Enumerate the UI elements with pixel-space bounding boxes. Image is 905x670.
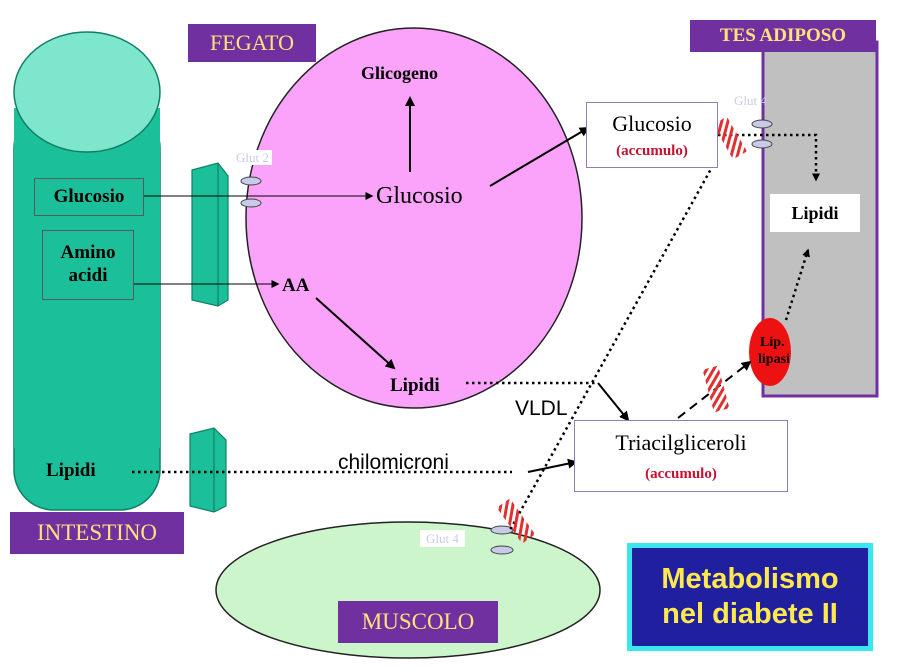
intestine-label: INTESTINO — [10, 512, 184, 554]
glut2-transporter — [240, 176, 262, 208]
triacylglycerols-label: Triacilgliceroli — [615, 429, 747, 455]
intestine-glucose-label: Glucosio — [53, 186, 125, 207]
intestine-amino-label-2: acidi — [68, 265, 108, 286]
title-line-1: Metabolismo — [661, 563, 839, 596]
intestine-cylinder — [13, 31, 161, 511]
glut4-muscle-transporter — [490, 525, 514, 555]
lipase-label-2: lipasi — [758, 352, 790, 367]
liver-glucose-label: Glucosio — [376, 183, 463, 209]
adipose-lipids-label: Lipidi — [791, 202, 839, 223]
intestine-lipids-label: Lipidi — [46, 460, 96, 481]
adipose-lipids-box: Lipidi — [770, 194, 860, 232]
glut4-adipose-label: Glut 4 — [734, 93, 767, 108]
thin-arrows — [134, 192, 374, 288]
adipose-glucose-note: (accumulo) — [616, 142, 688, 159]
lipase-ellipse — [749, 318, 791, 386]
glut2-label: Glut 2 — [233, 150, 272, 165]
title-box: Metabolismo nel diabete II — [627, 543, 873, 651]
liver-ellipse — [245, 27, 583, 409]
dotted-flows — [132, 133, 820, 531]
lipase-label-1: Lip. — [760, 335, 785, 350]
adipose-glucose-label: Glucosio — [612, 110, 692, 136]
adipose-label: TES ADIPOSO — [690, 20, 876, 52]
liver-lipids-label: Lipidi — [390, 375, 440, 396]
glut4-adipose-transporter — [751, 119, 773, 149]
liver-glycogen-label: Glicogeno — [361, 63, 438, 83]
intestinal-wall-lower — [189, 427, 227, 513]
muscle-label: MUSCOLO — [338, 601, 498, 643]
blocked-transport-marks — [496, 116, 747, 544]
chylomicrons-label: chilomicroni — [338, 451, 449, 474]
intestine-glucose-box: Glucosio — [34, 178, 144, 216]
tg-arrows — [527, 382, 630, 473]
triacylglycerols-note: (accumulo) — [645, 465, 717, 482]
triacylglycerols-box: Triacilgliceroli (accumulo) — [574, 420, 788, 492]
liver-arrows — [315, 96, 590, 370]
intestine-amino-acids-box: Amino acidi — [42, 230, 134, 300]
glut4-muscle-label: Glut 4 — [420, 530, 465, 547]
liver-label: FEGATO — [188, 24, 316, 62]
intestinal-wall-upper — [191, 162, 229, 307]
intestine-amino-label-1: Amino — [60, 242, 116, 264]
vldl-label: VLDL — [515, 397, 568, 420]
muscle-ellipse — [215, 521, 601, 659]
title-line-2: nel diabete II — [662, 598, 838, 630]
adipose-glucose-box: Glucosio (accumulo) — [586, 102, 718, 168]
liver-aa-label: AA — [282, 275, 310, 296]
